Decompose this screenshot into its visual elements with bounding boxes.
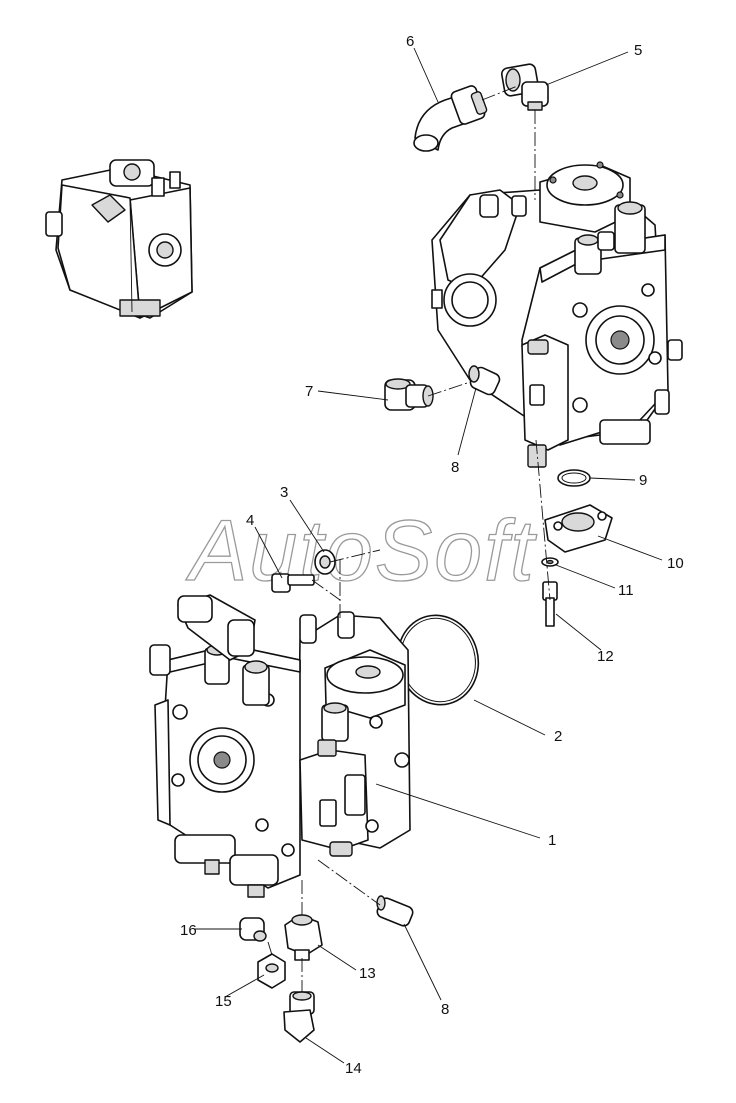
watermark-text: AutoSoft (185, 503, 537, 599)
callout-15: 15 (215, 993, 232, 1010)
callout-11: 11 (618, 582, 634, 599)
part-9-oring (557, 469, 591, 487)
callout-8-upper: 8 (451, 459, 459, 476)
upper-pump-assembly (431, 161, 683, 468)
callout-5: 5 (634, 42, 642, 59)
part-11-washer (541, 557, 559, 567)
part-7-elbow (384, 378, 434, 411)
part-13-hex-fitting (284, 914, 323, 961)
part-12-bolt (542, 581, 558, 627)
part-3-seal (314, 549, 336, 575)
callout-10: 10 (667, 555, 684, 572)
overview-assembly (45, 159, 193, 319)
callout-12: 12 (597, 648, 614, 665)
callout-16: 16 (180, 922, 197, 939)
part-14-swivel-fitting (283, 991, 315, 1043)
lower-pump-assembly (149, 594, 411, 898)
callout-1: 1 (548, 832, 556, 849)
callout-14: 14 (345, 1060, 362, 1077)
leader-lines (194, 47, 663, 1064)
part-16-cap (239, 917, 267, 942)
part-8-plug-lower (376, 895, 414, 927)
part-10-flange (544, 504, 613, 553)
callout-4: 4 (246, 512, 254, 529)
part-15-nut (257, 953, 286, 989)
part-8-plug-upper (468, 365, 501, 396)
callout-6: 6 (406, 33, 414, 50)
center-lines (267, 84, 551, 992)
callout-2: 2 (554, 728, 562, 745)
callout-13: 13 (359, 965, 376, 982)
part-4-bolt (271, 573, 315, 593)
callout-labels: 1 2 3 4 5 6 7 8 8 9 10 11 12 13 14 15 16 (180, 33, 684, 1077)
callout-7: 7 (305, 383, 313, 400)
callout-3: 3 (280, 484, 288, 501)
callout-8-lower: 8 (441, 1001, 449, 1018)
part-5-elbow-fitting (500, 63, 549, 111)
callout-9: 9 (639, 472, 647, 489)
part-6-hose-elbow (413, 85, 488, 152)
